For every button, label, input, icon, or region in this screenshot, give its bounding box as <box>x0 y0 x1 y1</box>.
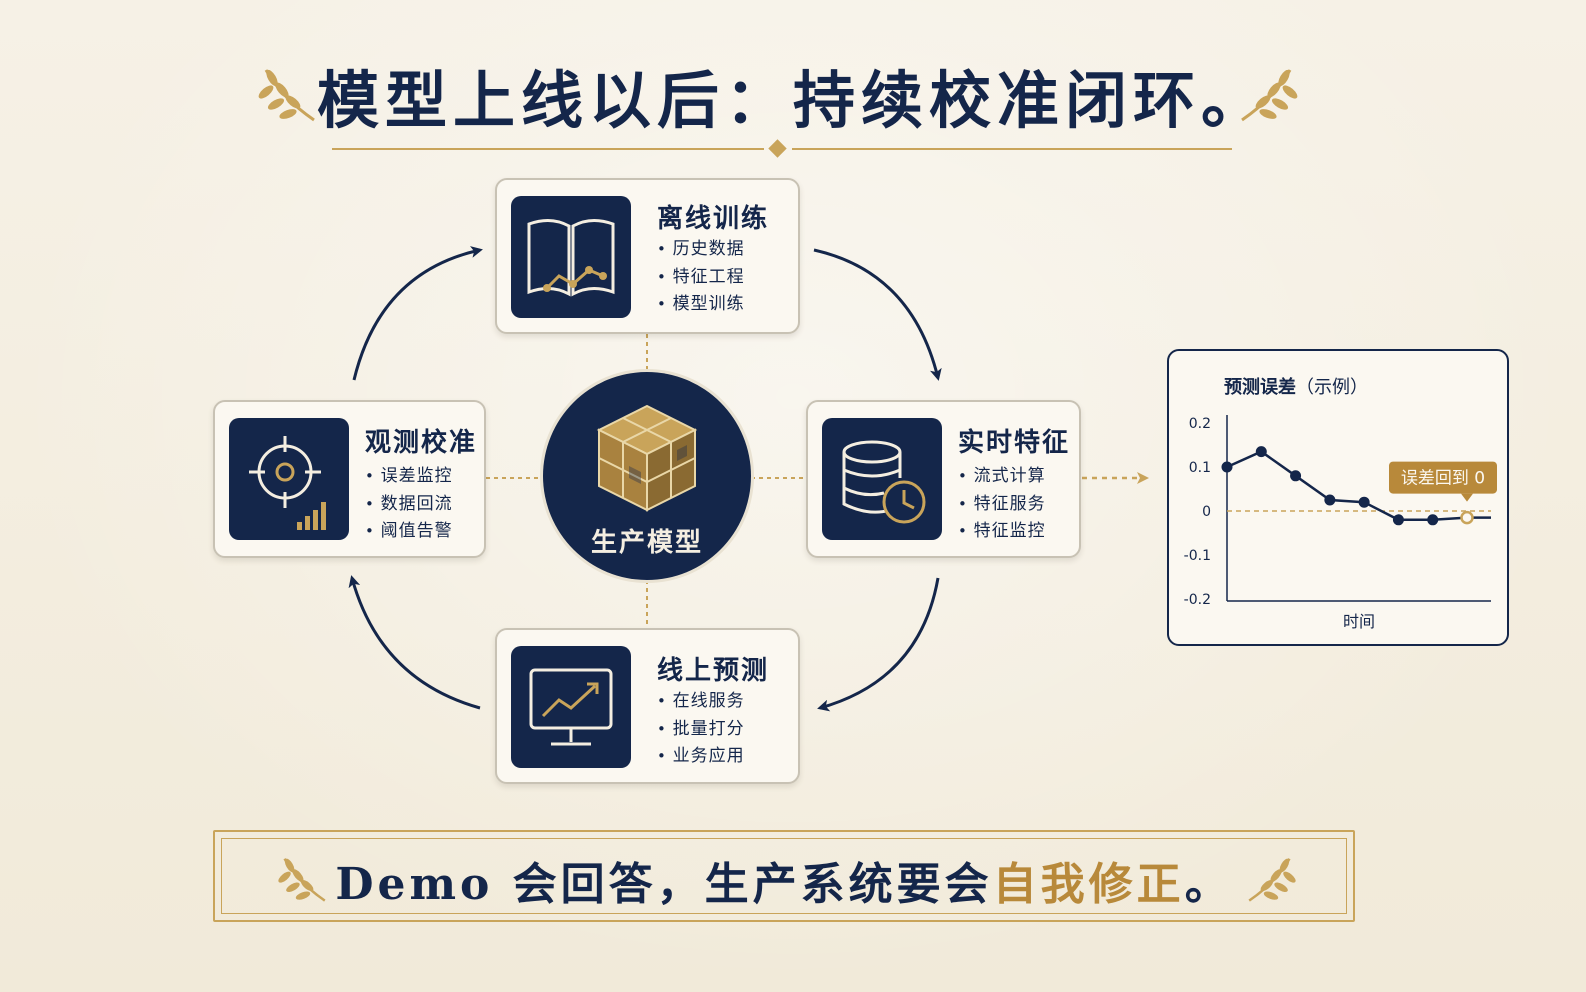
card-list: 误差监控 数据回流 阈值告警 <box>365 463 453 546</box>
laurel-right-icon <box>1248 858 1296 902</box>
arrow-realtime-to-online <box>817 577 940 712</box>
annotation-label: 误差回到 0 <box>1401 469 1485 489</box>
laurel-left-icon <box>258 69 315 122</box>
data-point <box>1290 470 1302 482</box>
banner-text: Demo 会回答，生产系统要会自我修正。 <box>215 848 1353 912</box>
y-tick-label: 0 <box>1202 504 1211 520</box>
y-tick-label: -0.2 <box>1184 592 1211 608</box>
title-rule-left <box>332 148 764 150</box>
card-realtime-features: 实时特征 流式计算 特征服务 特征监控 <box>806 400 1081 558</box>
laurel-right-icon <box>1241 69 1298 122</box>
chart-subtitle: （示例） <box>1296 377 1368 398</box>
banner-prefix: Demo 会回答，生产系统要会 <box>335 859 993 910</box>
cube-icon <box>596 404 698 512</box>
title-rule-right <box>792 148 1232 150</box>
data-point <box>1221 461 1233 473</box>
data-point <box>1358 496 1370 508</box>
error-chart-card: 预测误差（示例） 0.2 0.1 0 -0.1 -0.2 误差回到 0 时间 <box>1167 349 1509 646</box>
x-axis-label: 时间 <box>1343 612 1375 631</box>
arrow-observe-to-offline <box>352 246 483 381</box>
card-online-prediction: 线上预测 在线服务 批量打分 业务应用 <box>495 628 800 784</box>
database-clock-icon <box>822 418 942 540</box>
card-title: 离线训练 <box>657 204 770 234</box>
card-list: 流式计算 特征服务 特征监控 <box>958 463 1046 546</box>
annotation-box <box>1389 461 1497 494</box>
y-tick-label: 0.1 <box>1189 460 1211 476</box>
book-chart-icon <box>511 196 631 318</box>
card-list: 在线服务 批量打分 业务应用 <box>657 688 745 771</box>
monitor-chart-icon <box>511 646 631 768</box>
center-production-model: 生产模型 <box>543 372 751 580</box>
list-item: 特征监控 <box>958 518 1046 546</box>
list-item: 历史数据 <box>657 236 745 264</box>
arrow-offline-to-realtime <box>813 248 942 381</box>
card-offline-training: 离线训练 历史数据 特征工程 模型训练 <box>495 178 800 334</box>
list-item: 模型训练 <box>657 291 745 319</box>
card-title: 实时特征 <box>958 428 1071 458</box>
data-point <box>1460 510 1474 525</box>
data-point <box>1392 514 1404 526</box>
y-tick-label: 0.2 <box>1189 416 1211 432</box>
list-item: 在线服务 <box>657 688 745 716</box>
list-item: 批量打分 <box>657 716 745 744</box>
card-list: 历史数据 特征工程 模型训练 <box>657 236 745 319</box>
annotation-pointer <box>1461 493 1473 502</box>
list-item: 业务应用 <box>657 743 745 771</box>
card-observe-calibrate: 观测校准 误差监控 数据回流 阈值告警 <box>213 400 486 558</box>
arrow-online-to-observe <box>348 575 481 710</box>
laurel-left-icon <box>278 858 326 902</box>
data-point <box>1427 514 1439 526</box>
list-item: 特征工程 <box>657 264 745 292</box>
list-item: 流式计算 <box>958 463 1046 491</box>
error-line-chart: 0.2 0.1 0 -0.1 -0.2 误差回到 0 时间 <box>1184 415 1497 631</box>
center-label: 生产模型 <box>590 528 703 558</box>
series-line <box>1226 450 1468 522</box>
page-title: 模型上线以后：持续校准闭环。 <box>316 64 1269 137</box>
list-item: 阈值告警 <box>365 518 453 546</box>
target-bars-icon <box>229 418 349 540</box>
chart-title: 预测误差（示例） <box>1224 377 1368 398</box>
data-point <box>1324 494 1336 506</box>
bottom-banner: Demo 会回答，生产系统要会自我修正。 <box>213 830 1355 922</box>
y-tick-label: -0.1 <box>1184 548 1211 564</box>
data-point <box>1255 446 1267 458</box>
list-item: 误差监控 <box>365 463 453 491</box>
list-item: 数据回流 <box>365 491 453 519</box>
card-title: 观测校准 <box>365 428 478 458</box>
card-title: 线上预测 <box>657 656 770 686</box>
banner-suffix: 。 <box>1184 859 1233 910</box>
banner-highlight: 自我修正 <box>992 859 1185 910</box>
banner-inner-border <box>221 838 1347 914</box>
list-item: 特征服务 <box>958 491 1046 519</box>
